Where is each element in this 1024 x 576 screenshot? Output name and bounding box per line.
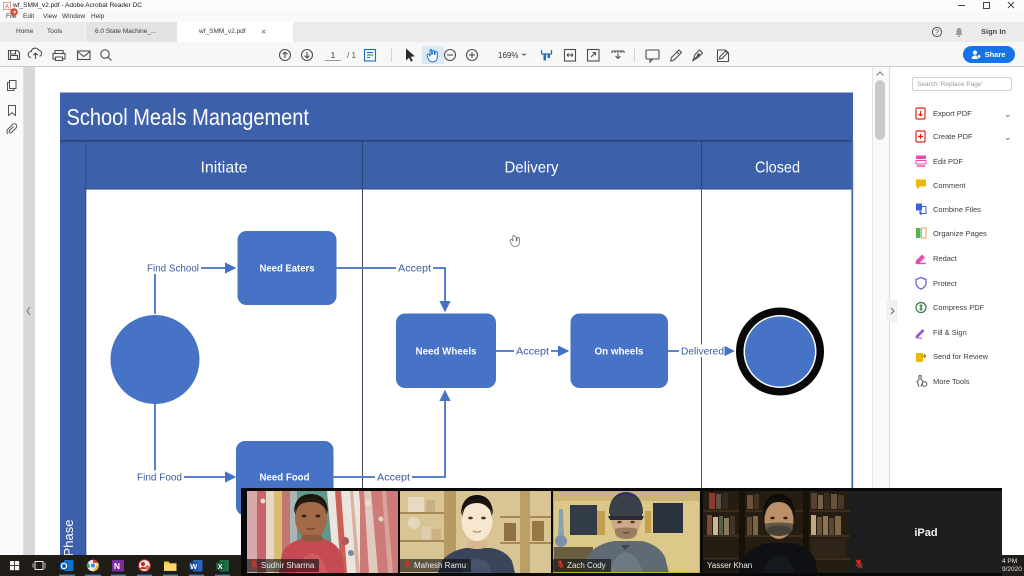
svg-text:Find Food: Find Food: [137, 472, 182, 484]
svg-text:1: 1: [331, 51, 336, 60]
svg-text:Initiate: Initiate: [201, 160, 248, 177]
svg-text:/ 1: / 1: [347, 51, 356, 60]
svg-text:A: A: [5, 5, 9, 11]
svg-text:School Meals Management: School Meals Management: [67, 104, 310, 130]
svg-text:169%: 169%: [498, 51, 518, 60]
svg-text:W: W: [190, 562, 198, 571]
svg-text:Delivery: Delivery: [505, 160, 559, 177]
svg-text:Accept: Accept: [516, 346, 549, 358]
svg-text:Phase: Phase: [61, 520, 76, 557]
svg-text:Find School: Find School: [147, 263, 199, 275]
svg-text:Delivered: Delivered: [681, 346, 724, 358]
svg-text:?: ?: [935, 30, 939, 37]
svg-text:N: N: [114, 561, 120, 571]
svg-text:Accept: Accept: [377, 472, 410, 484]
svg-text:Need Wheels: Need Wheels: [416, 346, 477, 358]
svg-text:Accept: Accept: [398, 263, 431, 275]
svg-text:On wheels: On wheels: [595, 346, 644, 358]
svg-text:X: X: [218, 562, 223, 571]
svg-text:Closed: Closed: [755, 160, 800, 177]
svg-text:Need Food: Need Food: [260, 472, 310, 484]
svg-text:Need Eaters: Need Eaters: [260, 263, 315, 275]
